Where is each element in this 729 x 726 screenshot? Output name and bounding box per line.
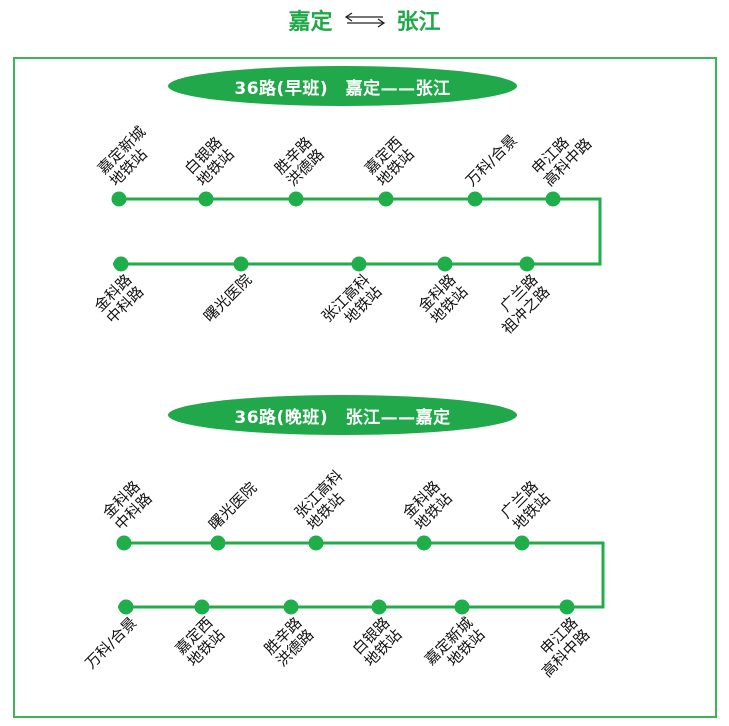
page-title: 嘉定 张江: [0, 2, 729, 38]
stop-dot: [371, 599, 387, 615]
double-arrow-icon: [344, 12, 385, 28]
stop-dot: [519, 256, 535, 272]
stop-dot: [467, 191, 483, 207]
stop-dot: [454, 599, 470, 615]
stop-label-bottom: 曙光医院: [200, 271, 255, 326]
stop-dot: [514, 535, 530, 551]
stop-dot: [437, 256, 453, 272]
title-origin: 嘉定: [288, 10, 333, 35]
stop-dot: [111, 191, 127, 207]
morning-route-line: [113, 197, 602, 266]
stop-dot: [545, 191, 561, 207]
stop-dot: [116, 535, 132, 551]
stop-dot: [194, 599, 210, 615]
stop-label-bottom: 万科/合景: [82, 614, 141, 673]
stop-label-line1: 曙光医院: [205, 479, 260, 534]
stop-label-line1: 万科/合景: [462, 131, 521, 190]
stop-dot: [288, 191, 304, 207]
stop-dot: [378, 191, 394, 207]
evening-route-line: [118, 541, 605, 609]
stop-label-top: 曙光医院: [205, 479, 260, 534]
title-destination: 张江: [396, 10, 441, 35]
stop-dot: [416, 535, 432, 551]
morning-route-map: [111, 191, 602, 272]
stop-dot: [233, 256, 249, 272]
stop-dot: [283, 599, 299, 615]
stop-label-line1: 曙光医院: [200, 271, 255, 326]
route-frame: [13, 57, 717, 718]
stop-dot: [113, 256, 129, 272]
stop-label-line1: 万科/合景: [82, 614, 141, 673]
stop-dot: [118, 599, 134, 615]
stop-dot: [198, 191, 214, 207]
stop-dot: [559, 599, 575, 615]
morning-route-header: 36路(早班) 嘉定——张江: [168, 66, 517, 106]
stop-dot: [308, 535, 324, 551]
stop-label-top: 万科/合景: [462, 131, 521, 190]
stop-dot: [210, 535, 226, 551]
evening-route-map: [116, 535, 605, 615]
stop-dot: [351, 256, 367, 272]
evening-route-header: 36路(晚班) 张江——嘉定: [168, 395, 517, 435]
